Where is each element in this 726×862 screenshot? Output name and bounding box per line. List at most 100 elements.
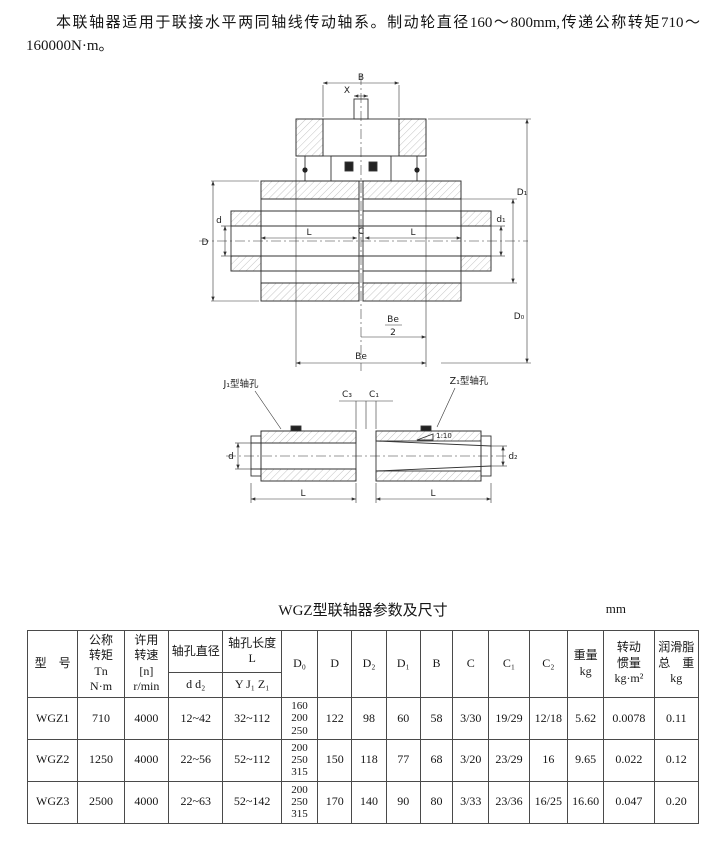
wheel-bolt-icon <box>301 166 308 173</box>
col-subheader-bore-length: Y J₁ Z₁ <box>222 672 282 698</box>
cell-torque: 2500 <box>77 780 125 824</box>
col-header-c2: C₂ <box>528 629 568 698</box>
cell-weight: 9.65 <box>566 738 605 782</box>
detail-dimension-labels: d L d₂ L C₃ C₁ 1:10 J₁型轴孔 Z₁型轴孔 <box>222 375 518 499</box>
col-header-bore-diameter: 轴孔直径 <box>168 629 224 674</box>
cell-inertia: 0.022 <box>603 738 655 782</box>
cell-model: WGZ2 <box>26 738 79 782</box>
cell-d: 170 <box>317 780 353 824</box>
dim-label-d-bore: d <box>216 216 222 226</box>
cell-bore-length: 32~112 <box>222 696 282 740</box>
col-header-grease: 润滑脂 总 重 kg <box>653 629 700 698</box>
dim-label-x: X <box>343 86 349 96</box>
main-dimension-labels: B X D d L C L d₁ D₁ D₀ Be 2 Be <box>201 73 527 362</box>
dim-label-d1-bore: d₁ <box>496 215 506 225</box>
dim-label-b: B <box>357 73 363 83</box>
dim-label-be: Be <box>355 352 367 362</box>
col-header-b: B <box>419 629 454 698</box>
cell-c2: 16/25 <box>528 780 568 824</box>
col-header-speed: 许用 转速 [n] r/min <box>123 629 170 698</box>
table-title: WGZ型联轴器参数及尺寸 <box>278 602 448 619</box>
intro-paragraph: 本联轴器适用于联接水平两同轴线传动轴系。制动轮直径160～800mm,传递公称转… <box>26 15 700 55</box>
cell-inertia: 0.047 <box>603 780 655 824</box>
col-header-weight: 重量 kg <box>566 629 605 698</box>
table-row: WGZ1 710 4000 12~42 32~112 160 200 250 1… <box>26 696 700 740</box>
col-subheader-bore-diameter: d d₂ <box>168 672 224 698</box>
cell-c: 3/33 <box>452 780 490 824</box>
dim-label-c1: C₁ <box>369 390 379 400</box>
cell-torque: 710 <box>77 696 125 740</box>
cell-bore-length: 52~142 <box>222 780 282 824</box>
cell-d2: 98 <box>351 696 387 740</box>
coupling-drawing: B X D d L C L d₁ D₁ D₀ Be 2 Be <box>198 73 531 503</box>
cell-d0: 160 200 250 <box>280 696 319 740</box>
flange-joint <box>330 155 391 181</box>
col-header-d0: D₀ <box>280 629 319 698</box>
cell-torque: 1250 <box>77 738 125 782</box>
cell-bore-diameter: 22~56 <box>168 738 224 782</box>
cell-c: 3/30 <box>452 696 490 740</box>
bore-details <box>225 425 506 481</box>
col-header-model: 型 号 <box>26 629 79 698</box>
cell-c: 3/20 <box>452 738 490 782</box>
taper-ratio-label: 1:10 <box>436 432 452 440</box>
col-header-d2: D₂ <box>351 629 387 698</box>
cell-d2: 140 <box>351 780 387 824</box>
main-dimensions <box>210 80 531 367</box>
cell-d0: 200 250 315 <box>280 738 319 782</box>
dim-label-l-j1: L <box>300 489 305 499</box>
z1-bore-detail <box>375 425 491 481</box>
dim-label-d0: D₀ <box>513 312 524 322</box>
keyway-plug-icon <box>420 425 431 431</box>
col-header-inertia: 转动 惯量 kg·m² <box>603 629 655 698</box>
col-header-bore-length: 轴孔长度 L <box>222 629 282 674</box>
dim-label-l-right: L <box>410 228 415 238</box>
cell-c2: 12/18 <box>528 696 568 740</box>
technical-drawing: B X D d L C L d₁ D₁ D₀ Be 2 Be <box>0 71 726 511</box>
dim-label-be-half-num: Be <box>387 315 399 325</box>
flange-bolt-icon <box>344 161 353 171</box>
col-header-c1: C₁ <box>488 629 530 698</box>
cell-d: 122 <box>317 696 353 740</box>
col-header-d1: D₁ <box>385 629 421 698</box>
dim-label-l-z1: L <box>430 489 435 499</box>
col-header-c: C <box>452 629 490 698</box>
cell-inertia: 0.0078 <box>603 696 655 740</box>
brake-wheel <box>295 118 426 181</box>
cell-model: WGZ3 <box>26 780 79 824</box>
cell-b: 68 <box>419 738 454 782</box>
cell-speed: 4000 <box>123 738 170 782</box>
cell-speed: 4000 <box>123 780 170 824</box>
cell-d2: 118 <box>351 738 387 782</box>
cell-c1: 23/29 <box>488 738 530 782</box>
cell-d1: 60 <box>385 696 421 740</box>
cell-bore-diameter: 12~42 <box>168 696 224 740</box>
dim-label-d2-z1: d₂ <box>508 452 518 462</box>
cell-model: WGZ1 <box>26 696 79 740</box>
z1-bore-title: Z₁型轴孔 <box>449 375 488 387</box>
cell-grease: 0.20 <box>653 780 700 824</box>
j1-bore-detail <box>250 425 356 481</box>
dim-label-d-outer: D <box>201 238 208 248</box>
dim-label-d-j1: d <box>228 452 234 462</box>
cell-c1: 19/29 <box>488 696 530 740</box>
cell-speed: 4000 <box>123 696 170 740</box>
dim-label-c3: C₃ <box>342 390 352 400</box>
cell-c1: 23/36 <box>488 780 530 824</box>
cell-b: 58 <box>419 696 454 740</box>
table-row: WGZ3 2500 4000 22~63 52~142 200 250 315 … <box>26 780 700 824</box>
parameters-table: 型 号 公称 转矩 Tn N·m 许用 转速 [n] r/min 轴孔直径 轴孔… <box>26 629 700 824</box>
cell-d1: 90 <box>385 780 421 824</box>
col-header-d: D <box>317 629 353 698</box>
dim-label-d1-outer: D₁ <box>516 188 527 198</box>
cell-c2: 16 <box>528 738 568 782</box>
keyway-plug-icon <box>290 425 301 431</box>
cell-d0: 200 250 315 <box>280 780 319 824</box>
detail-dimensions <box>234 387 507 503</box>
cell-d: 150 <box>317 738 353 782</box>
cell-d1: 77 <box>385 738 421 782</box>
cell-bore-diameter: 22~63 <box>168 780 224 824</box>
table-unit-label: mm <box>605 600 626 616</box>
cell-weight: 16.60 <box>566 780 605 824</box>
